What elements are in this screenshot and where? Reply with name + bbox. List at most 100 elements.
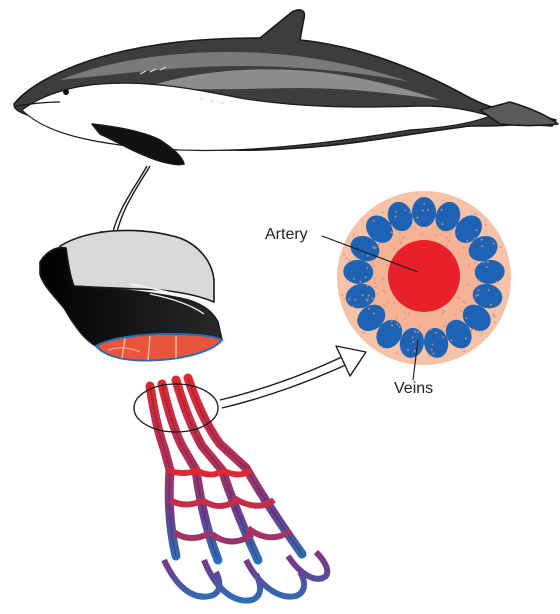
tissue-dot bbox=[404, 318, 406, 320]
tissue-dot bbox=[416, 217, 418, 219]
tissue-dot bbox=[474, 238, 476, 240]
tissue-dot bbox=[381, 211, 383, 213]
tissue-dot bbox=[375, 247, 377, 249]
tissue-dot bbox=[457, 296, 459, 298]
tissue-dot bbox=[385, 292, 387, 294]
tissue-dot bbox=[404, 311, 406, 313]
tissue-dot bbox=[432, 344, 434, 346]
tissue-dot bbox=[448, 240, 450, 242]
tissue-dot bbox=[349, 260, 351, 262]
tissue-dot bbox=[434, 234, 436, 236]
tissue-dot bbox=[391, 231, 393, 233]
tissue-dot bbox=[430, 328, 432, 330]
tissue-dot bbox=[483, 262, 485, 264]
tissue-dot bbox=[445, 237, 447, 239]
tissue-dot bbox=[435, 332, 437, 334]
tissue-dot bbox=[374, 282, 376, 284]
tissue-dot bbox=[429, 356, 431, 358]
tissue-dot bbox=[368, 308, 370, 310]
tissue-dot bbox=[446, 245, 448, 247]
tissue-dot bbox=[404, 210, 406, 212]
tissue-dot bbox=[362, 294, 364, 296]
tissue-dot bbox=[473, 298, 475, 300]
tissue-dot bbox=[478, 280, 480, 282]
tissue-dot bbox=[464, 302, 466, 304]
tissue-dot bbox=[414, 350, 416, 352]
tissue-dot bbox=[391, 325, 393, 327]
tissue-dot bbox=[421, 233, 423, 235]
tissue-dot bbox=[493, 243, 495, 245]
tissue-dot bbox=[381, 346, 383, 348]
tissue-dot bbox=[487, 261, 489, 263]
tissue-dot bbox=[366, 299, 368, 301]
tissue-dot bbox=[414, 331, 416, 333]
tissue-dot bbox=[481, 332, 483, 334]
tissue-dot bbox=[396, 317, 398, 319]
tissue-dot bbox=[359, 281, 361, 283]
tissue-dot bbox=[468, 284, 470, 286]
tissue-dot bbox=[442, 199, 444, 201]
tissue-dot bbox=[412, 341, 414, 343]
tissue-dot bbox=[341, 294, 343, 296]
tissue-dot bbox=[476, 229, 478, 231]
tissue-dot bbox=[343, 254, 345, 256]
tissue-dot bbox=[386, 264, 388, 266]
tissue-dot bbox=[396, 352, 398, 354]
tissue-dot bbox=[463, 247, 465, 249]
whale bbox=[14, 10, 558, 165]
tissue-dot bbox=[417, 331, 419, 333]
tissue-dot bbox=[462, 300, 464, 302]
tissue-dot bbox=[476, 330, 478, 332]
tissue-dot bbox=[490, 304, 492, 306]
tissue-dot bbox=[373, 313, 375, 315]
tissue-dot bbox=[466, 240, 468, 242]
arrow-bundle-to-crosssection bbox=[220, 346, 366, 408]
tissue-dot bbox=[348, 298, 350, 300]
tissue-dot bbox=[353, 234, 355, 236]
tissue-dot bbox=[451, 340, 453, 342]
tissue-dot bbox=[441, 313, 443, 315]
tissue-dot bbox=[474, 262, 476, 264]
tissue-dot bbox=[441, 209, 443, 211]
tissue-dot bbox=[463, 350, 465, 352]
tissue-dot bbox=[465, 338, 467, 340]
tissue-dot bbox=[423, 203, 425, 205]
veins-label: Veins bbox=[394, 380, 433, 397]
vessel-loops bbox=[164, 470, 327, 601]
tissue-dot bbox=[412, 337, 414, 339]
vessel-bundle bbox=[134, 378, 327, 601]
tissue-dot bbox=[478, 289, 480, 291]
tissue-dot bbox=[391, 321, 393, 323]
tissue-dot bbox=[395, 216, 397, 218]
tissue-dot bbox=[383, 304, 385, 306]
artery-label: Artery bbox=[265, 226, 308, 243]
tissue-dot bbox=[442, 336, 444, 338]
tissue-dot bbox=[408, 313, 410, 315]
tissue-dot bbox=[478, 294, 480, 296]
tissue-dot bbox=[352, 306, 354, 308]
tissue-dot bbox=[485, 224, 487, 226]
tissue-dot bbox=[391, 225, 393, 227]
artery bbox=[388, 240, 460, 312]
tissue-dot bbox=[373, 220, 375, 222]
tissue-dot bbox=[367, 267, 369, 269]
tissue-dot bbox=[399, 239, 401, 241]
tissue-dot bbox=[459, 298, 461, 300]
tissue-dot bbox=[500, 246, 502, 248]
tissue-dot bbox=[372, 298, 374, 300]
tissue-dot bbox=[346, 257, 348, 259]
tissue-dot bbox=[365, 276, 367, 278]
tissue-dot bbox=[375, 286, 377, 288]
tissue-dot bbox=[433, 353, 435, 355]
tissue-dot bbox=[363, 332, 365, 334]
tissue-dot bbox=[407, 349, 409, 351]
tissue-dot bbox=[471, 329, 473, 331]
tissue-dot bbox=[367, 285, 369, 287]
tissue-dot bbox=[468, 264, 470, 266]
tissue-dot bbox=[455, 314, 457, 316]
tissue-dot bbox=[367, 300, 369, 302]
tissue-dot bbox=[494, 322, 496, 324]
tissue-dot bbox=[443, 325, 445, 327]
tissue-dot bbox=[393, 248, 395, 250]
tissue-dot bbox=[383, 279, 385, 281]
